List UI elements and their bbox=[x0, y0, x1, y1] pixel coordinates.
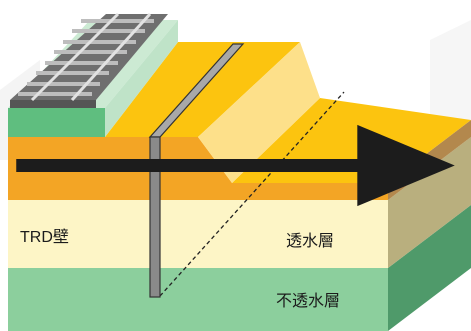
dashed-boundary-line bbox=[159, 91, 345, 297]
impermeable-layer-side bbox=[388, 205, 471, 331]
railway-track-icon bbox=[10, 12, 168, 108]
rail-bed-slope bbox=[105, 20, 178, 137]
ballast-front bbox=[10, 100, 96, 108]
permeable-layer-side bbox=[388, 137, 471, 268]
impermeable-layer-label: 不透水層 bbox=[276, 293, 341, 310]
permeable-layer-label: 透水層 bbox=[286, 233, 335, 250]
background-shape-right bbox=[430, 20, 471, 140]
trd-wall-body bbox=[149, 136, 161, 298]
slope-face bbox=[198, 42, 320, 183]
rails bbox=[30, 12, 152, 102]
trd-wall bbox=[148, 43, 245, 298]
rail-bed-front bbox=[8, 108, 105, 137]
impermeable-layer-front bbox=[8, 268, 388, 331]
permeable-layer-front bbox=[8, 200, 388, 268]
trd-wall-label: TRD壁 bbox=[20, 229, 69, 246]
